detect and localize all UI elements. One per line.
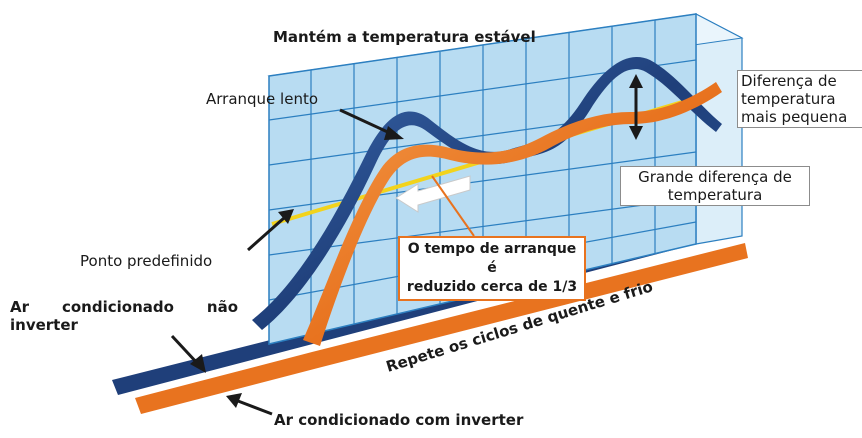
small-diff-line-2: temperatura [741, 90, 836, 108]
startup-line-1: O tempo de arranque é [407, 241, 577, 276]
inverter-curve [303, 82, 722, 346]
small-diff-line-1: Diferença de [741, 72, 837, 90]
startup-time-box: O tempo de arranque é reduzido cerca de … [398, 236, 586, 301]
startup-reduction-arrow [395, 175, 471, 213]
inverter-floor-ribbon [135, 243, 748, 414]
non-inverter-word-3: não [206, 298, 238, 316]
non-inverter-word-1: Ar [10, 298, 30, 316]
startup-callout-line [431, 175, 475, 237]
non-inverter-line-2: inverter [10, 316, 78, 334]
non-inverter-curve [252, 57, 722, 330]
title-label: Mantém a temperatura estável [273, 28, 536, 46]
small-difference-box: Diferença de temperatura mais pequena [737, 70, 862, 128]
large-difference-box: Grande diferença de temperatura [620, 166, 810, 206]
small-diff-line-3: mais pequena [741, 108, 848, 126]
non-inverter-word-2: condicionado [61, 298, 174, 316]
panel-side-face [695, 13, 743, 245]
setpoint-label: Ponto predefinido [80, 252, 213, 270]
startup-line-2: reduzido cerca de 1/3 [406, 279, 578, 295]
non-inverter-label: Ar condicionado não inverter [10, 298, 238, 334]
with-inverter-label: Ar condicionado com inverter [274, 411, 524, 429]
big-diff-line-1: Grande diferença de [638, 168, 792, 186]
temperature-difference-arrow [629, 74, 643, 140]
slow-start-label: Arranque lento [206, 90, 319, 108]
big-diff-line-2: temperatura [667, 186, 763, 204]
callout-arrows [170, 108, 404, 416]
